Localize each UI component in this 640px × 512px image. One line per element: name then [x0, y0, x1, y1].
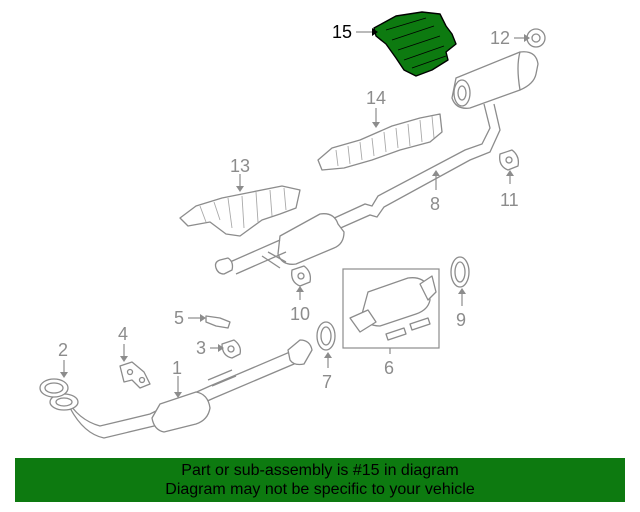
callout-15: 15 [332, 22, 352, 42]
part-3-hanger [221, 339, 242, 359]
banner-line-2: Diagram may not be specific to your vehi… [165, 481, 475, 498]
callout-3: 3 [196, 338, 206, 358]
part-5-bolt [205, 315, 231, 329]
callout-4: 4 [118, 324, 128, 344]
callout-5: 5 [174, 308, 184, 328]
callout-7: 7 [322, 372, 332, 392]
part-13-heat-shield [179, 185, 301, 237]
part-7-gasket [316, 321, 336, 351]
part-4-bracket [119, 361, 151, 389]
part-8-center-pipe [329, 103, 501, 231]
callout-9: 9 [456, 310, 466, 330]
part-10-hanger [291, 265, 312, 287]
callout-6: 6 [384, 358, 394, 378]
callout-13: 13 [230, 156, 250, 176]
part-11-hanger [499, 149, 520, 171]
part-9-gasket [450, 256, 470, 288]
part-14-heat-shield [317, 113, 443, 171]
callout-10: 10 [290, 304, 310, 324]
exhaust-parts-diagram: 1 2 3 4 5 6 7 8 9 10 11 12 13 14 15 [39, 11, 546, 439]
callout-1: 1 [172, 358, 182, 378]
callout-12: 12 [490, 28, 510, 48]
part-resonator [214, 213, 345, 275]
part-15-heat-shield-highlighted [373, 11, 457, 77]
part-muffler [451, 51, 539, 109]
part-2-gasket [39, 378, 69, 398]
part-1-front-pipe [49, 339, 313, 439]
callout-2: 2 [58, 340, 68, 360]
banner-line-1: Part or sub-assembly is #15 in diagram [181, 462, 459, 479]
callout-14: 14 [366, 88, 386, 108]
callout-8: 8 [430, 194, 440, 214]
callout-11: 11 [500, 190, 519, 210]
info-banner: Part or sub-assembly is #15 in diagram D… [15, 458, 625, 502]
part-6-converter-assembly [342, 268, 440, 349]
leader-lines [60, 28, 530, 398]
